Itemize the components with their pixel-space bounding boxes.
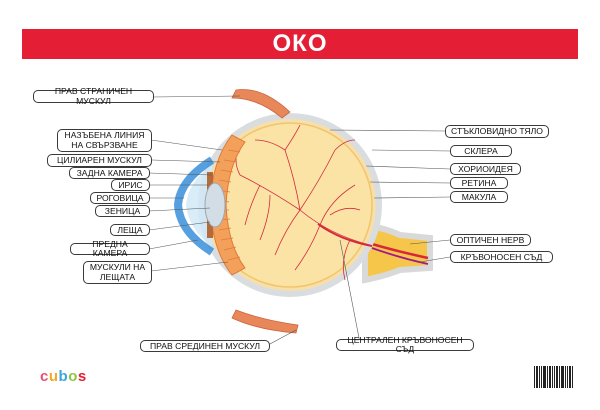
label-central-vessel: ЦЕНТРАЛЕН КРЪВОНОСЕН СЪД xyxy=(336,335,474,354)
page-title: ОКО xyxy=(272,30,328,57)
label-anterior-chamber: ПРЕДНА КАМЕРА xyxy=(70,239,150,258)
title-bar: ОКО xyxy=(22,29,578,59)
iris-bottom xyxy=(207,216,213,238)
label-retina: РЕТИНА xyxy=(450,177,508,189)
label-choroid: ХОРИОИДЕЯ xyxy=(450,163,521,175)
anterior-chamber xyxy=(186,165,212,247)
brand-letter: u xyxy=(48,368,59,385)
cornea xyxy=(173,156,215,256)
label-lens: ЛЕЩА xyxy=(110,224,150,236)
label-lateral-rectus: ПРАВ СТРАНИЧЕН МУСКУЛ xyxy=(33,87,154,105)
label-cornea: РОГОВИЦА xyxy=(90,192,150,204)
label-ciliary-muscle: ЦИЛИАРЕН МУСКУЛ xyxy=(47,154,152,167)
lens xyxy=(204,182,226,228)
central-vessel xyxy=(317,223,373,247)
brand-letter: s xyxy=(77,368,87,385)
label-medial-rectus: ПРАВ СРЕДИНЕН МУСКУЛ xyxy=(140,340,270,352)
lateral-rectus-muscle xyxy=(231,89,291,119)
optic-nerve-shape xyxy=(362,221,433,284)
label-blood-vessel: КРЪВОНОСЕН СЪД xyxy=(450,251,553,263)
brand-logo: cubos xyxy=(40,368,87,385)
label-iris: ИРИС xyxy=(111,179,150,191)
brand-letter: c xyxy=(40,368,49,385)
barcode xyxy=(534,366,574,388)
label-lens-muscles: МУСКУЛИ НА ЛЕЩАТА xyxy=(83,261,152,284)
leader-lines xyxy=(148,95,451,346)
brand-letter: b xyxy=(58,368,69,385)
medial-rectus-muscle xyxy=(231,309,299,334)
label-macula: МАКУЛА xyxy=(450,191,508,203)
label-posterior-chamber: ЗАДНА КАМЕРА xyxy=(69,167,150,179)
label-ora-serrata: НАЗЪБЕНА ЛИНИЯ НА СВЪРЗВАНЕ xyxy=(57,129,152,152)
label-pupil: ЗЕНИЦА xyxy=(95,205,150,217)
label-sclera: СКЛЕРА xyxy=(450,145,512,157)
iris-top xyxy=(207,172,213,194)
brand-letter: o xyxy=(68,368,78,385)
label-optic-nerve: ОПТИЧЕН НЕРВ xyxy=(450,234,531,246)
label-vitreous-body: СТЪКЛОВИДНО ТЯЛО xyxy=(445,125,549,138)
